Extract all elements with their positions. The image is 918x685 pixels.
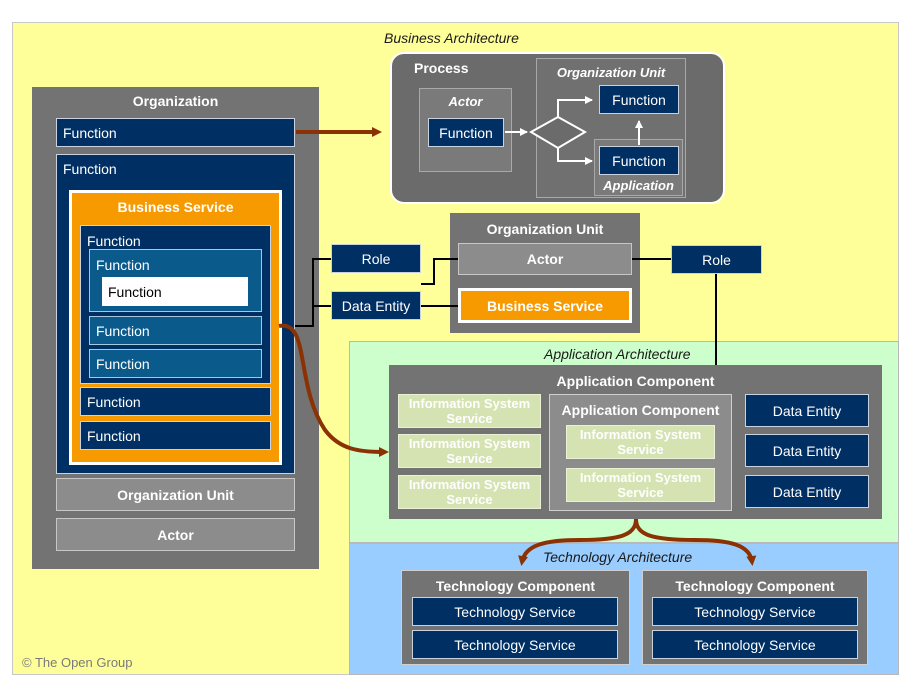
app-to-tech-left-arrow (518, 518, 638, 566)
process-function-bottom[interactable]: Function (599, 146, 679, 175)
process-org-unit-label: Organization Unit (556, 65, 666, 80)
tech-component-2-label: Technology Component (675, 578, 835, 594)
app-data-entity-2[interactable]: Data Entity (745, 434, 869, 467)
middle-org-unit-label: Organization Unit (486, 221, 604, 237)
technology-layer-label: Technology Architecture (543, 549, 693, 565)
organization-title: Organization (132, 93, 219, 109)
org-unit-box[interactable]: Organization Unit (56, 478, 295, 511)
org-actor-box[interactable]: Actor (56, 518, 295, 551)
service-to-iss-arrow (278, 323, 389, 457)
app-component-label: Application Component (556, 373, 715, 389)
app-to-tech-right-arrow (634, 518, 757, 566)
process-actor-label: Actor (448, 94, 483, 109)
process-flow-3 (557, 148, 593, 165)
process-title: Process (414, 60, 469, 76)
role-left-link (295, 258, 331, 327)
process-flow-2 (557, 96, 593, 117)
inner-app-component-label: Application Component (561, 402, 720, 418)
application-layer-label: Application Architecture (544, 346, 691, 362)
process-function-top[interactable]: Function (599, 85, 679, 114)
iss-2[interactable]: Information System Service (398, 434, 541, 468)
data-entity-middle[interactable]: Data Entity (331, 291, 421, 320)
iss-1[interactable]: Information System Service (398, 394, 541, 428)
process-actor-function[interactable]: Function (428, 118, 504, 147)
org-inner-function-label: Function (96, 257, 150, 273)
app-data-entity-3[interactable]: Data Entity (745, 475, 869, 508)
org-function-d[interactable]: Function (80, 421, 271, 450)
org-function-outer-label: Function (63, 161, 117, 177)
copyright: © The Open Group (22, 655, 133, 670)
business-layer-label: Business Architecture (384, 30, 519, 46)
tech-service-2b[interactable]: Technology Service (652, 630, 858, 659)
middle-business-service[interactable]: Business Service (458, 288, 632, 323)
org-function-a[interactable]: Function (89, 316, 262, 345)
org-function-top[interactable]: Function (56, 118, 295, 147)
tech-component-1-label: Technology Component (435, 578, 596, 594)
role-left-to-actor-link (421, 258, 458, 285)
inner-iss-2[interactable]: Information System Service (566, 468, 715, 502)
decision-diamond (528, 115, 588, 150)
app-data-entity-1[interactable]: Data Entity (745, 394, 869, 427)
tech-service-2a[interactable]: Technology Service (652, 597, 858, 626)
org-nested-function-label: Function (87, 233, 141, 249)
org-innermost-function[interactable]: Function (102, 277, 248, 306)
inner-iss-1[interactable]: Information System Service (566, 425, 715, 459)
iss-3[interactable]: Information System Service (398, 475, 541, 509)
role-left[interactable]: Role (331, 244, 421, 273)
role-right[interactable]: Role (671, 245, 762, 274)
middle-actor[interactable]: Actor (458, 243, 632, 275)
tech-service-1b[interactable]: Technology Service (412, 630, 618, 659)
org-function-c[interactable]: Function (80, 387, 271, 416)
org-function-b[interactable]: Function (89, 349, 262, 378)
org-business-service-label: Business Service (117, 199, 234, 215)
tech-service-1a[interactable]: Technology Service (412, 597, 618, 626)
process-application-label: Application (603, 178, 674, 193)
